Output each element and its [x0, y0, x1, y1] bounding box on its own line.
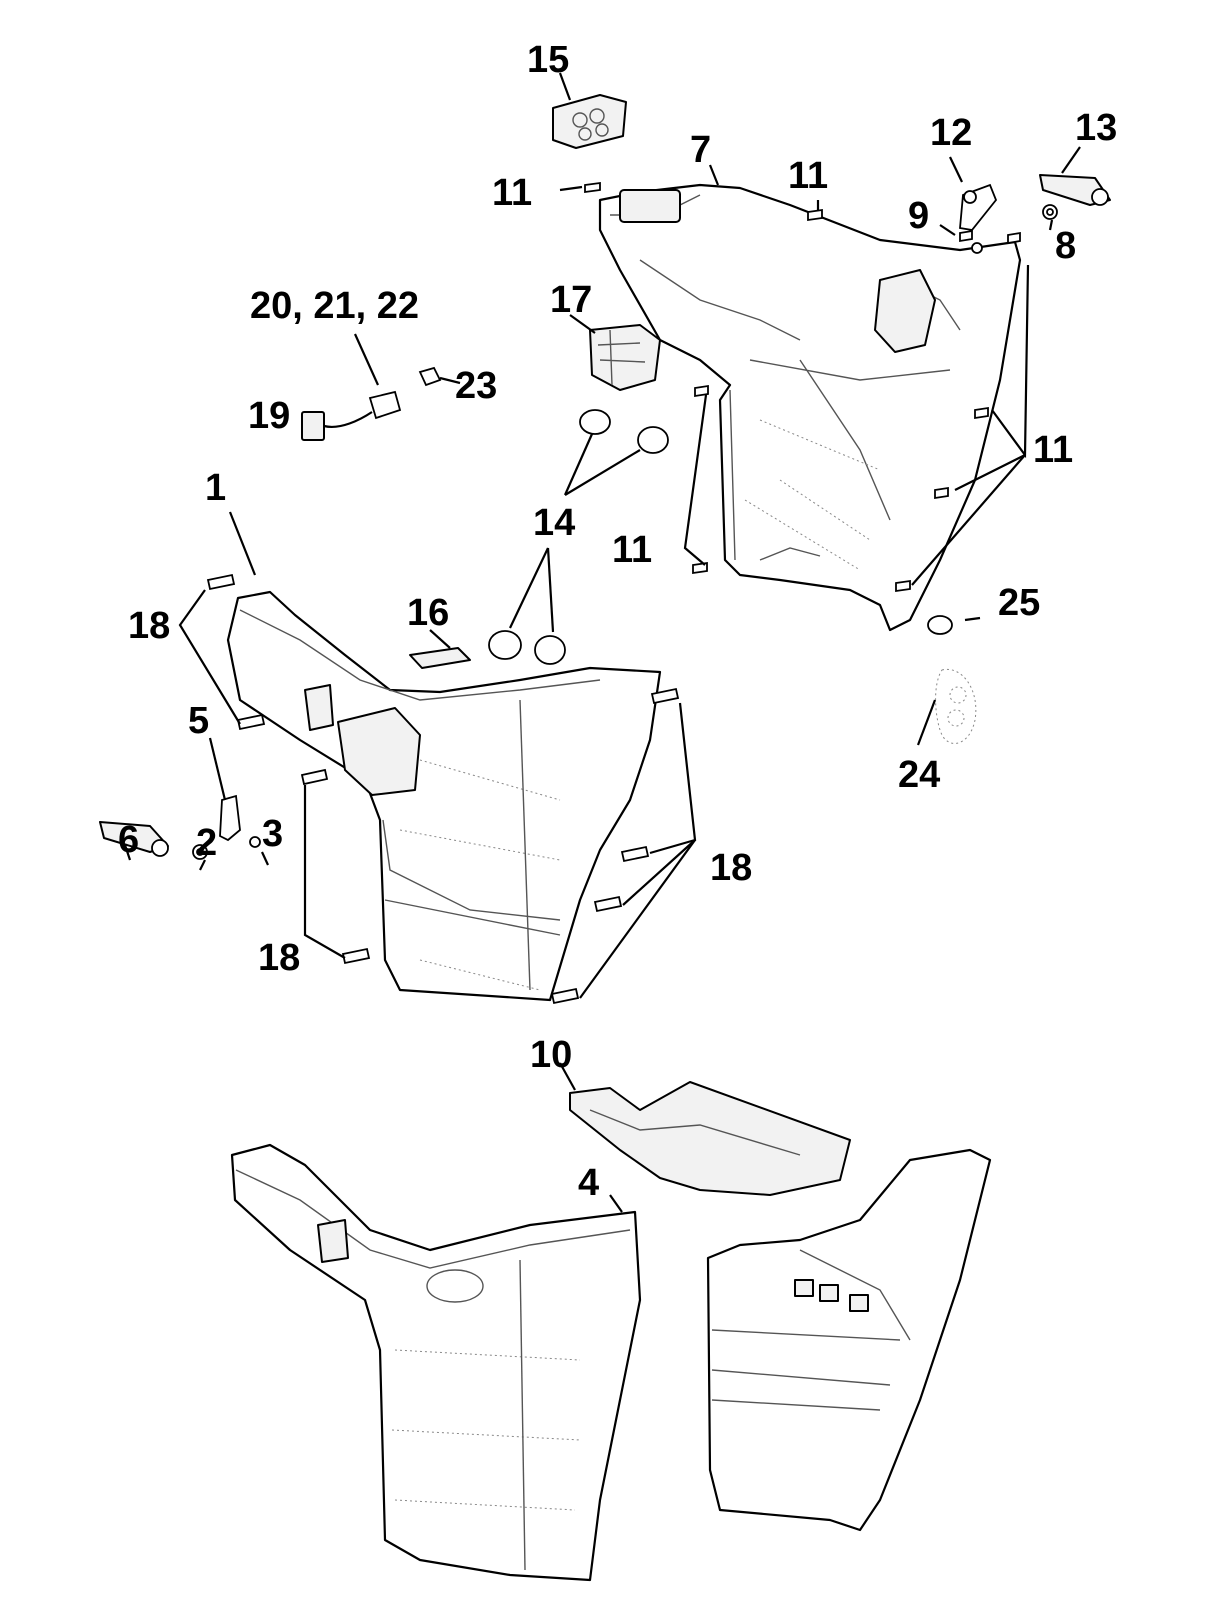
- callout-5: 5: [188, 700, 209, 742]
- callout-1: 1: [205, 467, 226, 509]
- part-7-rear-cowl: [598, 183, 1022, 632]
- callout-2: 2: [196, 822, 217, 864]
- callout-4: 4: [578, 1162, 599, 1204]
- part-1-port-cowl: [226, 590, 662, 1002]
- callout-19: 19: [248, 395, 290, 437]
- wire-harness-19: [301, 366, 442, 441]
- latch-hardware-upper: [959, 174, 1111, 254]
- callout-9: 9: [908, 195, 929, 237]
- callout-14: 14: [533, 502, 575, 544]
- part-10-lower-rear-cowl: [569, 1081, 992, 1532]
- part-15-grommet-block: [552, 94, 627, 149]
- callout-11-top-left: 11: [492, 172, 532, 214]
- callout-18-right: 18: [710, 847, 752, 889]
- callout-3: 3: [262, 813, 283, 855]
- callout-16: 16: [407, 592, 449, 634]
- part-14-grommets-lower: [488, 630, 566, 665]
- screws: [206, 181, 1021, 1005]
- callout-17: 17: [550, 279, 592, 321]
- part-24-25-clip-and-grommet: [927, 615, 977, 744]
- leader-lines: [123, 72, 1081, 1213]
- callout-10: 10: [530, 1034, 572, 1076]
- callout-8: 8: [1055, 225, 1076, 267]
- part-16-pad: [409, 647, 471, 669]
- part-4-assembled-cowl: [230, 1143, 642, 1582]
- callout-20-21-22: 20, 21, 22: [250, 285, 419, 327]
- callout-6: 6: [118, 819, 139, 861]
- part-17-bracket: [589, 324, 661, 391]
- callout-11-right: 11: [1033, 429, 1073, 471]
- callout-12: 12: [930, 112, 972, 154]
- callout-15: 15: [527, 39, 569, 81]
- callout-11-lower-left: 11: [612, 529, 652, 571]
- callout-18-bottom: 18: [258, 937, 300, 979]
- callout-24: 24: [898, 754, 940, 796]
- latch-hardware-lower: [99, 794, 261, 860]
- callout-25: 25: [998, 582, 1040, 624]
- part-14-grommets-upper: [579, 409, 669, 454]
- callout-labels: 15 7 11 11 12 13 9 8 20, 21, 22 17 23 19…: [118, 39, 1117, 1204]
- callout-23: 23: [455, 365, 497, 407]
- callout-7: 7: [690, 129, 711, 171]
- callout-13: 13: [1075, 107, 1117, 149]
- callout-11-top-mid: 11: [788, 155, 828, 197]
- callout-18-left: 18: [128, 605, 170, 647]
